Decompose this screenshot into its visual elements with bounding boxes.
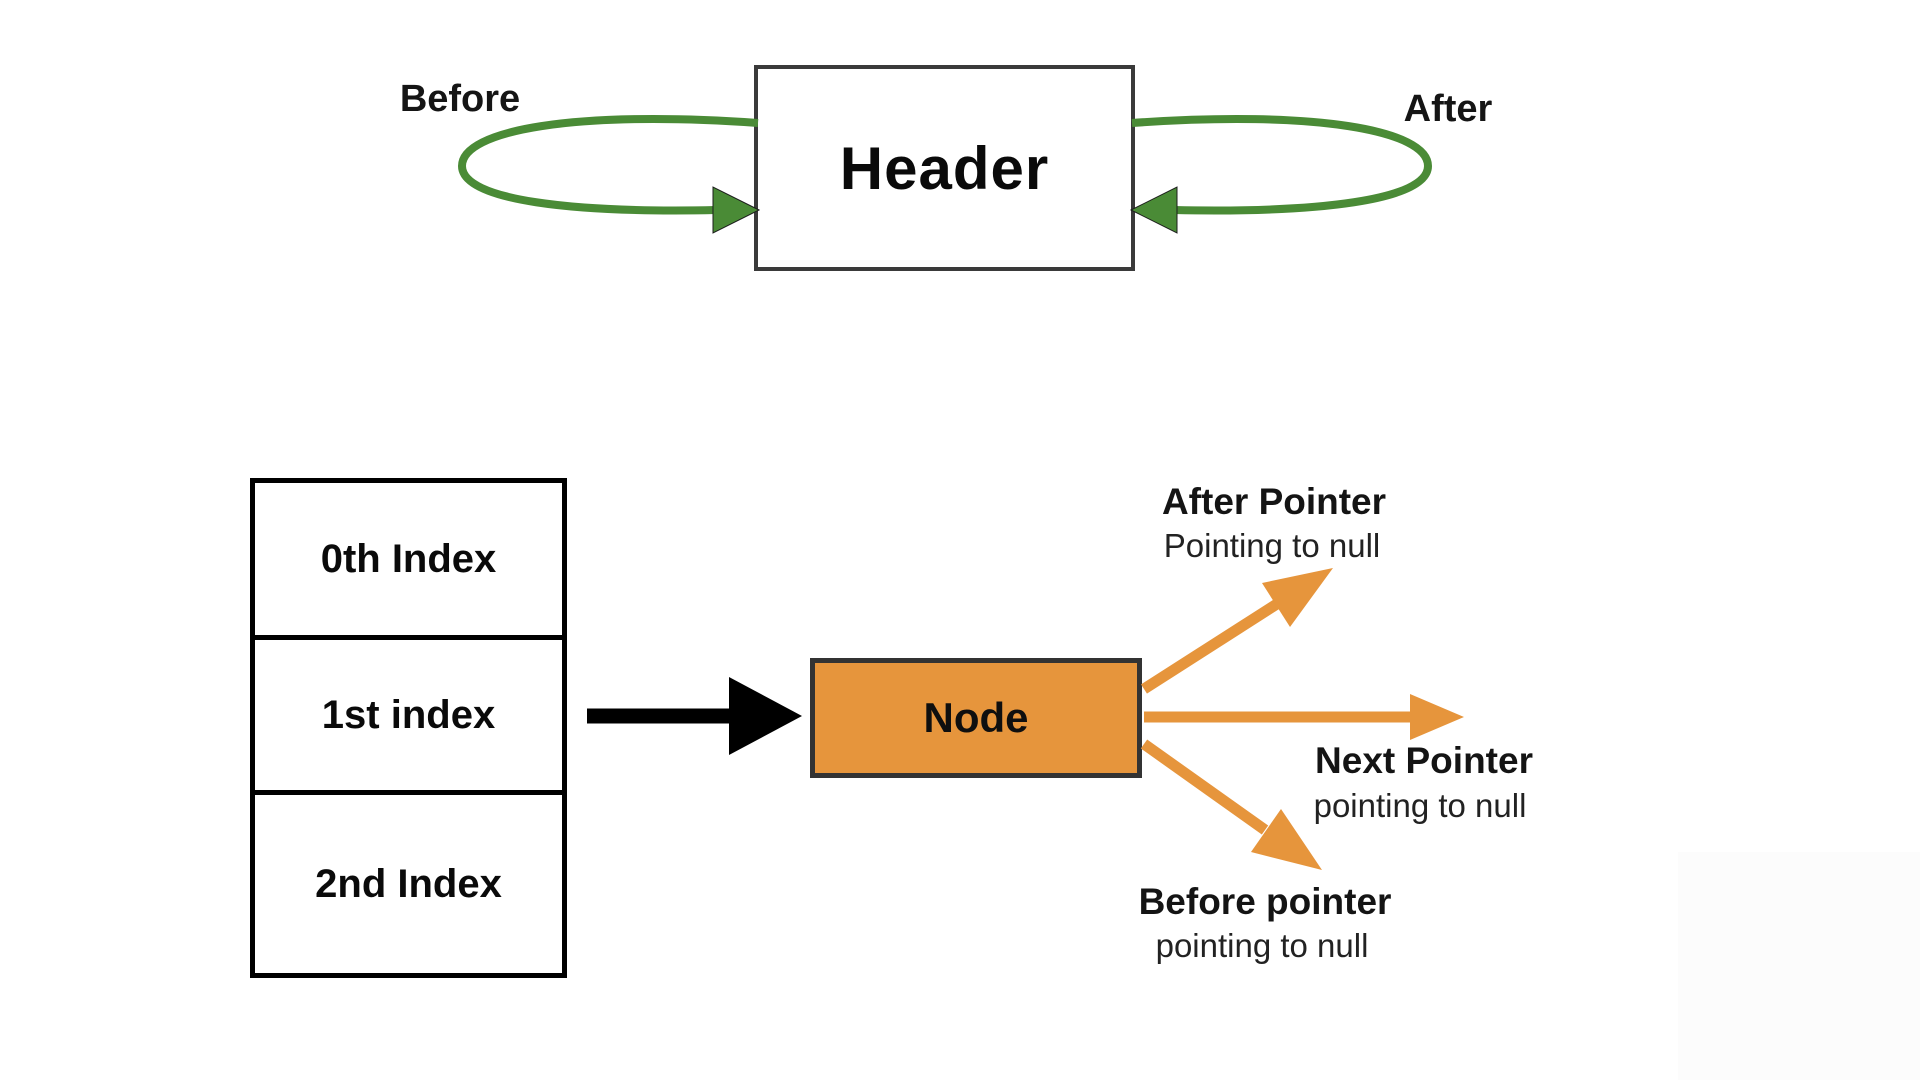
after-pointer-arrow bbox=[1141, 568, 1333, 694]
header-box: Header bbox=[754, 65, 1135, 271]
index-to-node-arrow bbox=[587, 677, 802, 755]
after-pointer-subtitle: Pointing to null bbox=[1163, 527, 1381, 564]
corner-background-shade bbox=[1678, 852, 1920, 1080]
after-loop-arrowhead bbox=[1129, 186, 1178, 234]
before-pointer-subtitle: pointing to null bbox=[1155, 927, 1369, 964]
header-box-label: Header bbox=[839, 134, 1050, 202]
next-pointer-subtitle: pointing to null bbox=[1313, 787, 1527, 824]
before-pointer-title: Before pointer bbox=[1138, 881, 1392, 922]
next-pointer-title: Next Pointer bbox=[1315, 740, 1533, 781]
index-table-row-2: 2nd Index bbox=[255, 795, 562, 973]
after-loop-label: After bbox=[1403, 88, 1493, 130]
before-pointer-arrowhead bbox=[1251, 809, 1322, 870]
index-table-row-1: 1st index bbox=[255, 640, 562, 795]
index-table-row-0: 0th Index bbox=[255, 483, 562, 640]
next-pointer-arrow bbox=[1144, 694, 1464, 740]
index-table: 0th Index 1st index 2nd Index bbox=[250, 478, 567, 978]
index-to-node-arrowhead bbox=[729, 677, 802, 755]
node-box-label: Node bbox=[923, 694, 1029, 741]
after-pointer-arrowhead bbox=[1262, 568, 1333, 627]
before-loop-arrowhead bbox=[712, 186, 761, 234]
next-pointer-arrowhead bbox=[1410, 694, 1464, 740]
after-loop-arrow bbox=[1129, 115, 1433, 234]
node-box: Node bbox=[810, 658, 1142, 778]
before-pointer-arrow bbox=[1140, 739, 1322, 870]
before-loop-arrow bbox=[457, 115, 761, 234]
after-pointer-title: After Pointer bbox=[1161, 481, 1387, 522]
before-loop-label: Before bbox=[399, 78, 521, 120]
